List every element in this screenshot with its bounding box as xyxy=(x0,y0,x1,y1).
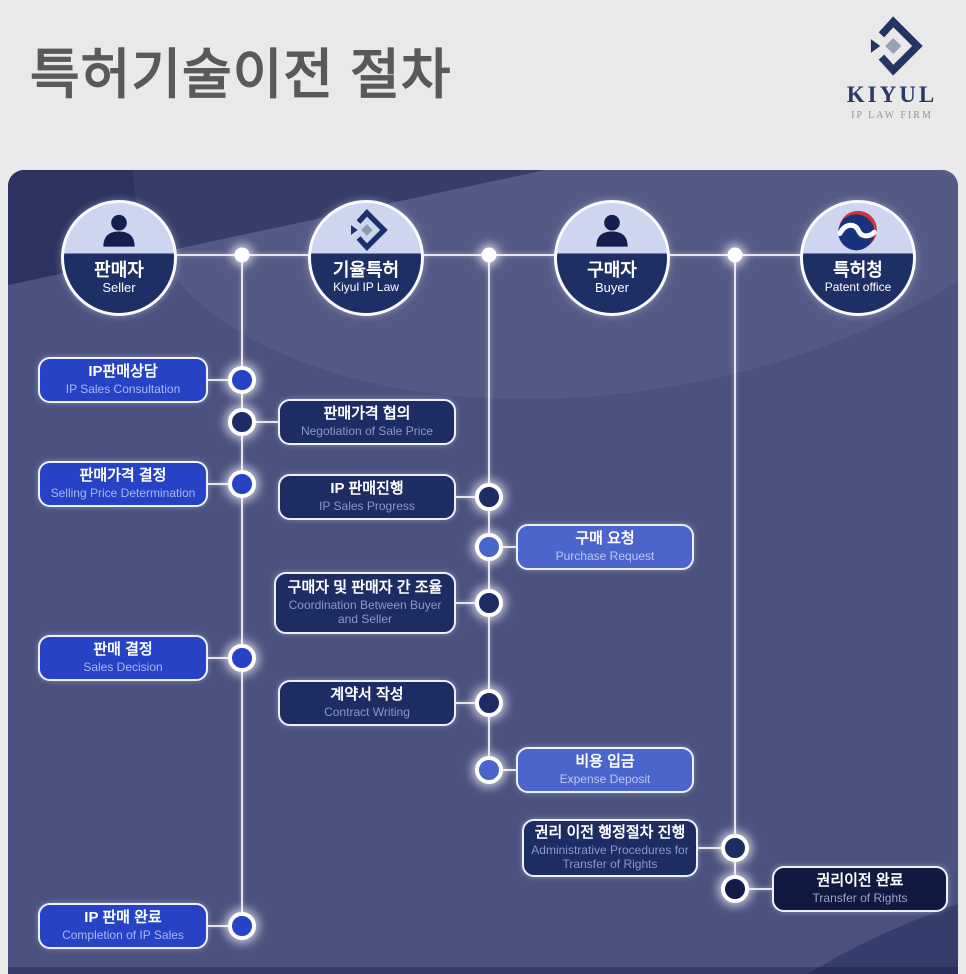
node-dot xyxy=(228,470,256,498)
step-sales-decision: 판매 결정 Sales Decision xyxy=(38,635,208,681)
connector-stub xyxy=(208,483,242,485)
connector-stub xyxy=(735,888,772,890)
lane-patent-office: 특허청 Patent office xyxy=(800,200,916,316)
node-dot xyxy=(228,912,256,940)
step-title: 판매가격 결정 xyxy=(79,467,167,485)
step-subtitle: IP Sales Progress xyxy=(319,498,415,513)
buyer-column-line xyxy=(488,254,490,772)
step-expense-deposit: 비용 입금 Expense Deposit xyxy=(516,747,694,793)
step-title: 비용 입금 xyxy=(575,753,635,771)
step-title: IP 판매 완료 xyxy=(84,909,162,927)
step-subtitle: Sales Decision xyxy=(83,659,163,674)
node-dot xyxy=(228,408,256,436)
patent-office-column-line xyxy=(734,254,736,891)
line-joint-dot xyxy=(234,247,250,263)
line-joint-dot xyxy=(727,247,743,263)
step-title: 구매 요청 xyxy=(575,530,635,548)
lane-label-en: Patent office xyxy=(824,280,892,294)
step-title: 구매자 및 판매자 간 조율 xyxy=(287,579,443,597)
step-subtitle: Coordination Between Buyer and Seller xyxy=(288,598,442,626)
step-negotiation-of-sale-price: 판매가격 협의 Negotiation of Sale Price xyxy=(278,399,456,445)
step-subtitle: Negotiation of Sale Price xyxy=(300,423,434,438)
lane-label-kr: 구매자 xyxy=(587,260,637,280)
node-dot xyxy=(228,644,256,672)
lane-buyer: 구매자 Buyer xyxy=(554,200,670,316)
lane-seller: 판매자 Seller xyxy=(61,200,177,316)
person-icon xyxy=(64,208,174,254)
step-purchase-request: 구매 요청 Purchase Request xyxy=(516,524,694,570)
connector-stub xyxy=(208,925,242,927)
step-contract-writing: 계약서 작성 Contract Writing xyxy=(278,680,456,726)
node-dot xyxy=(228,366,256,394)
step-subtitle: Completion of IP Sales xyxy=(62,927,184,942)
step-administrative-procedures: 권리 이전 행정절차 진행 Administrative Procedures … xyxy=(522,819,698,877)
node-dot xyxy=(721,875,749,903)
brand-subtitle: IP LAW FIRM xyxy=(851,110,933,121)
node-dot xyxy=(475,533,503,561)
step-title: 판매 결정 xyxy=(93,641,153,659)
person-icon xyxy=(557,208,667,254)
step-subtitle: Administrative Procedures for Transfer o… xyxy=(531,843,689,871)
node-dot xyxy=(475,756,503,784)
line-joint-dot xyxy=(481,247,497,263)
step-title: 판매가격 협의 xyxy=(323,405,411,423)
node-dot xyxy=(475,483,503,511)
brand-logo: KIYUL IP LAW FIRM xyxy=(832,12,952,121)
korea-gov-emblem-icon xyxy=(803,210,913,252)
seller-column-line xyxy=(241,254,243,928)
lane-label-en: Kiyul IP Law xyxy=(333,280,399,294)
step-selling-price-determination: 판매가격 결정 Selling Price Determination xyxy=(38,461,208,507)
connector-stub xyxy=(242,421,278,423)
node-dot xyxy=(475,589,503,617)
lane-label-kr: 기율특허 xyxy=(332,260,400,280)
step-title: 계약서 작성 xyxy=(330,686,404,704)
step-completion-of-ip-sales: IP 판매 완료 Completion of IP Sales xyxy=(38,903,208,949)
step-ip-sales-progress: IP 판매진행 IP Sales Progress xyxy=(278,474,456,520)
connector-stub xyxy=(208,657,242,659)
node-dot xyxy=(475,689,503,717)
lane-label-en: Seller xyxy=(102,280,136,295)
step-title: 권리이전 완료 xyxy=(816,872,904,890)
step-subtitle: Purchase Request xyxy=(555,548,655,563)
lane-label-kr: 판매자 xyxy=(94,260,144,280)
step-subtitle: Expense Deposit xyxy=(559,771,651,786)
step-title: IP 판매진행 xyxy=(330,480,404,498)
brand-name: KIYUL xyxy=(846,82,938,107)
step-ip-sales-consultation: IP판매상담 IP Sales Consultation xyxy=(38,357,208,403)
step-subtitle: IP Sales Consultation xyxy=(65,381,181,396)
connector-stub xyxy=(456,602,489,604)
connector-stub xyxy=(208,379,242,381)
step-title: 권리 이전 행정절차 진행 xyxy=(534,824,686,842)
step-subtitle: Contract Writing xyxy=(324,704,410,719)
page-title: 특허기술이전 절차 xyxy=(30,45,452,105)
lane-label-en: Buyer xyxy=(595,280,629,295)
step-transfer-of-rights-complete: 권리이전 완료 Transfer of Rights xyxy=(772,866,948,912)
step-subtitle: Transfer of Rights xyxy=(812,890,908,905)
diagram-panel: 판매자 Seller 기율특허 Kiyul IP Law 구매자 Buyer xyxy=(8,170,958,974)
kiyul-diamond-icon xyxy=(311,208,421,252)
kiyul-diamond-icon xyxy=(832,12,952,80)
step-coordination-between-buyer-and-seller: 구매자 및 판매자 간 조율 Coordination Between Buye… xyxy=(274,572,456,634)
connector-stub xyxy=(698,847,735,849)
lane-label-kr: 특허청 xyxy=(833,260,883,280)
step-title: IP판매상담 xyxy=(88,363,158,381)
connector-stub xyxy=(456,702,489,704)
connector-stub xyxy=(456,496,489,498)
node-dot xyxy=(721,834,749,862)
decor-bottom-strip xyxy=(8,967,958,974)
step-subtitle: Selling Price Determination xyxy=(50,485,196,500)
lane-kiyul: 기율특허 Kiyul IP Law xyxy=(308,200,424,316)
header: 특허기술이전 절차 KIYUL IP LAW FIRM xyxy=(0,0,966,170)
